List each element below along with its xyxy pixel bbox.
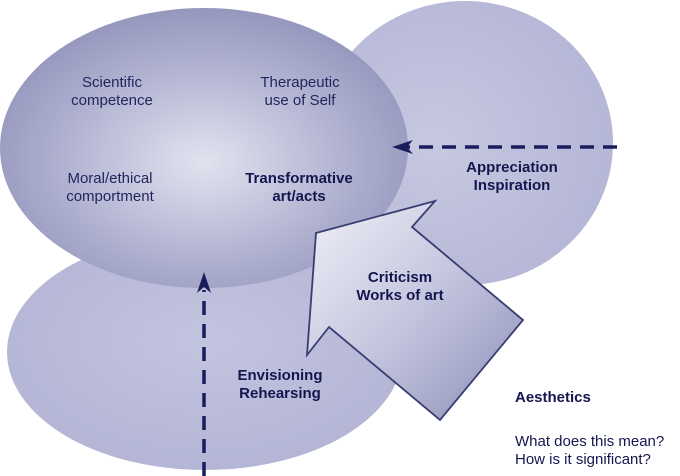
- label-therapeutic-use-of-self: Therapeutic use of Self: [250, 74, 350, 110]
- aesthetics-title: Aesthetics: [515, 389, 591, 406]
- label-line: Criticism: [367, 269, 433, 286]
- label-line: comportment: [66, 188, 154, 205]
- label-line: Scientific: [81, 74, 143, 91]
- label-line: Inspiration: [473, 177, 551, 194]
- label-line: use of Self: [264, 92, 336, 109]
- label-scientific-competence: Scientific competence: [62, 74, 162, 110]
- central-ellipse: [0, 8, 408, 288]
- question-line: What does this mean?: [515, 433, 665, 450]
- label-criticism-works-of-art: Criticism Works of art: [340, 269, 460, 305]
- label-line: Transformative: [245, 170, 353, 187]
- label-line: Rehearsing: [239, 385, 321, 402]
- label-line: Works of art: [356, 287, 444, 304]
- label-envisioning-rehearsing: Envisioning Rehearsing: [225, 367, 335, 403]
- label-appreciation-inspiration: Appreciation Inspiration: [452, 159, 572, 195]
- label-moral-ethical-comportment: Moral/ethical comportment: [58, 170, 162, 206]
- question-line: How is it significant?: [515, 451, 651, 468]
- arrowhead-left-icon: [392, 140, 413, 154]
- label-line: Moral/ethical: [67, 170, 153, 187]
- arrowhead-up-icon: [197, 272, 211, 293]
- label-line: Therapeutic: [260, 74, 340, 91]
- label-line: competence: [71, 92, 153, 109]
- dashed-arrow-horizontal: [392, 140, 617, 154]
- label-transformative-art-acts: Transformative art/acts: [234, 170, 364, 206]
- label-line: Appreciation: [466, 159, 558, 176]
- aesthetics-questions: What does this mean? How is it significa…: [515, 433, 664, 469]
- label-line: Envisioning: [237, 367, 323, 384]
- dashed-arrow-vertical: [197, 272, 211, 476]
- block-arrow: [305, 199, 525, 422]
- label-line: art/acts: [272, 188, 326, 205]
